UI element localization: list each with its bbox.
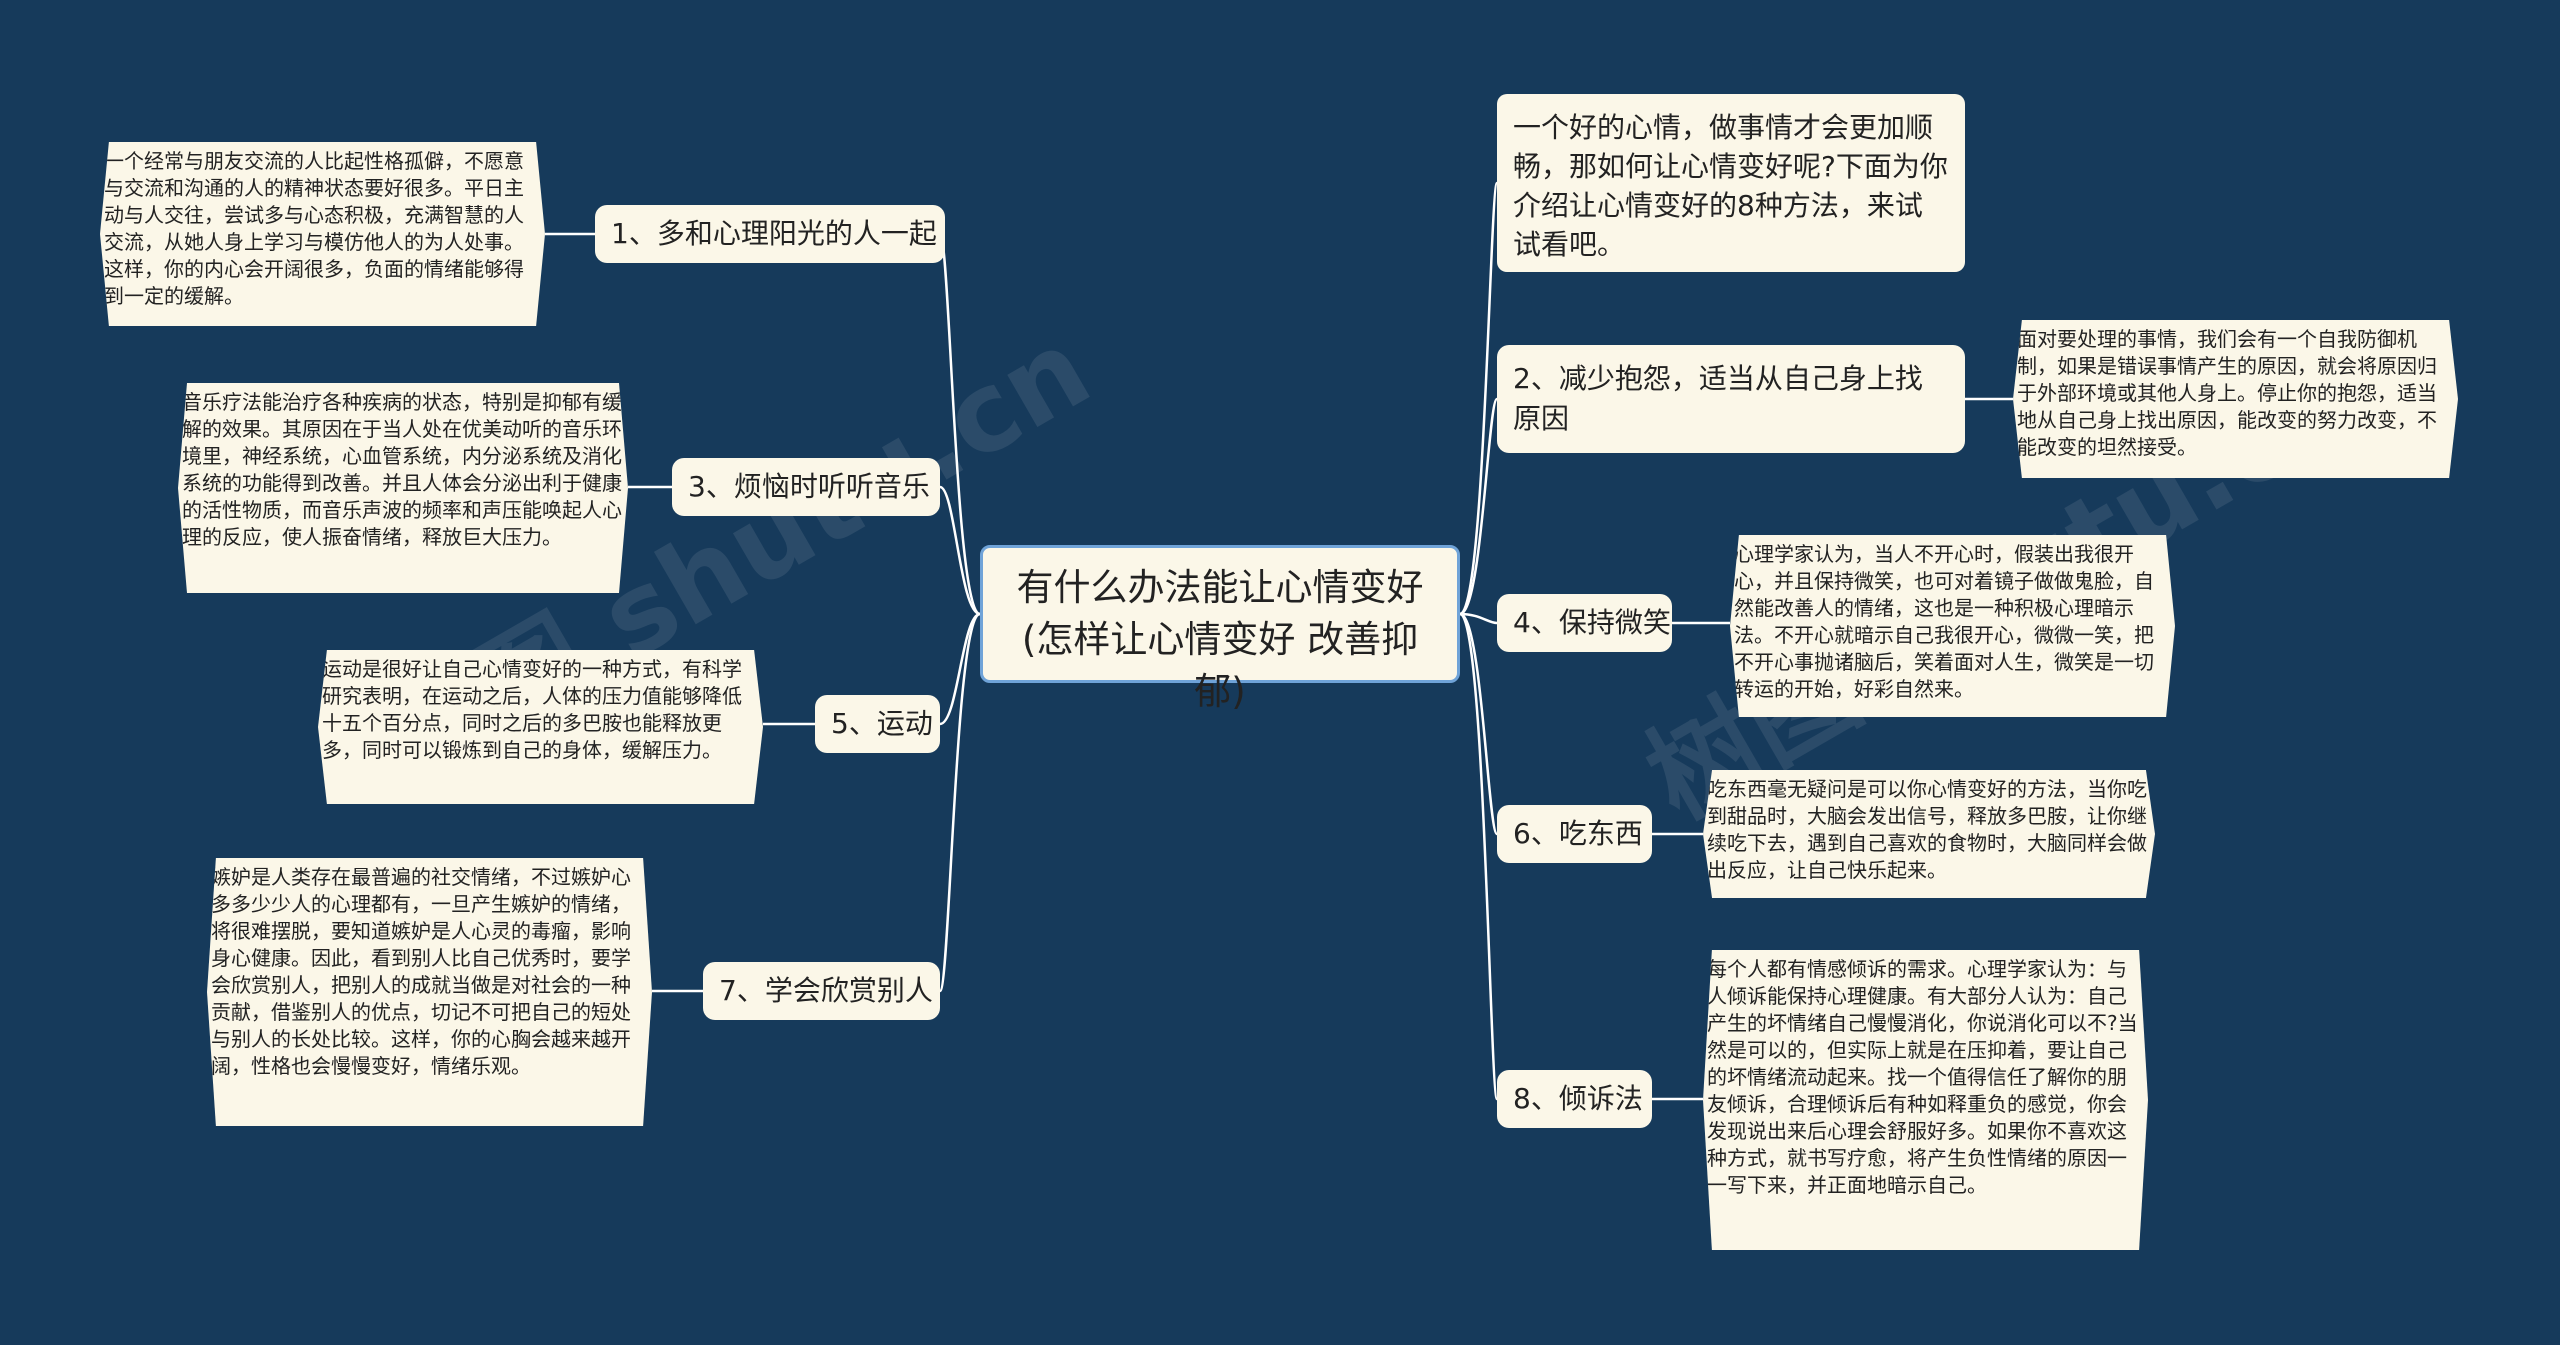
root-topic[interactable]: 有什么办法能让心情变好(怎样让心情变好 改善抑郁) [980,545,1460,713]
detail-5[interactable]: 运动是很好让自己心情变好的一种方式，有科学研究表明，在运动之后，人体的压力值能够… [318,650,763,804]
branch-7-label: 7、学会欣赏别人 [719,974,933,1007]
link-root-b3 [939,485,981,616]
detail-8[interactable]: 每个人都有情感倾诉的需求。心理学家认为：与人倾诉能保持心理健康。有大部分人认为：… [1703,950,2148,1250]
link-root-b8 [1458,612,1499,1101]
link-root-b7 [938,612,981,993]
root-topic-label: 有什么办法能让心情变好(怎样让心情变好 改善抑郁) [1016,566,1424,713]
intro-node[interactable]: 一个好的心情，做事情才会更加顺畅，那如何让心情变好呢?下面为你介绍让心情变好的8… [1497,94,1965,272]
detail-2-text: 面对要处理的事情，我们会有一个自我防御机制，如果是错误事情产生的原因，就会将原因… [2017,327,2437,459]
detail-5-text: 运动是很好让自己心情变好的一种方式，有科学研究表明，在运动之后，人体的压力值能够… [322,657,742,762]
branch-3[interactable]: 3、烦恼时听听音乐 [672,458,940,516]
detail-6-text: 吃东西毫无疑问是可以你心情变好的方法，当你吃到甜品时，大脑会发出信号，释放多巴胺… [1707,777,2147,882]
branch-1-label: 1、多和心理阳光的人一起 [611,217,937,250]
link-root-b6 [1459,612,1499,836]
branch-3-label: 3、烦恼时听听音乐 [688,470,930,503]
branch-6[interactable]: 6、吃东西 [1497,805,1652,863]
branch-4-label: 4、保持微笑 [1513,606,1671,639]
branch-5-label: 5、运动 [831,707,933,740]
branch-5[interactable]: 5、运动 [815,695,940,753]
branch-8-label: 8、倾诉法 [1513,1082,1643,1115]
detail-7[interactable]: 嫉妒是人类存在最普遍的社交情绪，不过嫉妒心多多少少人的心理都有，一旦产生嫉妒的情… [207,858,652,1126]
detail-4-text: 心理学家认为，当人不开心时，假装出我很开心，并且保持微笑，也可对着镜子做做鬼脸，… [1734,542,2154,701]
detail-2[interactable]: 面对要处理的事情，我们会有一个自我防御机制，如果是错误事情产生的原因，就会将原因… [2013,320,2458,478]
detail-1-text: 一个经常与朋友交流的人比起性格孤僻，不愿意与交流和沟通的人的精神状态要好很多。平… [104,149,524,308]
detail-4[interactable]: 心理学家认为，当人不开心时，假装出我很开心，并且保持微笑，也可对着镜子做做鬼脸，… [1730,535,2175,717]
link-root-intro [1458,181,1499,616]
detail-6[interactable]: 吃东西毫无疑问是可以你心情变好的方法，当你吃到甜品时，大脑会发出信号，释放多巴胺… [1703,770,2155,898]
branch-1[interactable]: 1、多和心理阳光的人一起 [595,205,945,263]
intro-text: 一个好的心情，做事情才会更加顺畅，那如何让心情变好呢?下面为你介绍让心情变好的8… [1513,111,1948,261]
detail-7-text: 嫉妒是人类存在最普遍的社交情绪，不过嫉妒心多多少少人的心理都有，一旦产生嫉妒的情… [211,865,631,1078]
branch-7[interactable]: 7、学会欣赏别人 [703,962,940,1020]
branch-6-label: 6、吃东西 [1513,817,1643,850]
detail-1[interactable]: 一个经常与朋友交流的人比起性格孤僻，不愿意与交流和沟通的人的精神状态要好很多。平… [100,142,545,326]
detail-8-text: 每个人都有情感倾诉的需求。心理学家认为：与人倾诉能保持心理健康。有大部分人认为：… [1707,957,2138,1197]
link-root-b4 [1459,612,1498,625]
detail-3-text: 音乐疗法能治疗各种疾病的状态，特别是抑郁有缓解的效果。其原因在于当人处在优美动听… [182,390,622,549]
detail-3[interactable]: 音乐疗法能治疗各种疾病的状态，特别是抑郁有缓解的效果。其原因在于当人处在优美动听… [178,383,628,593]
link-root-b2 [1459,397,1499,616]
branch-2[interactable]: 2、减少抱怨，适当从自己身上找原因 [1497,345,1965,453]
link-root-b5 [939,612,981,726]
branch-8[interactable]: 8、倾诉法 [1497,1070,1652,1128]
branch-2-label: 2、减少抱怨，适当从自己身上找原因 [1513,362,1923,435]
branch-4[interactable]: 4、保持微笑 [1497,594,1672,652]
